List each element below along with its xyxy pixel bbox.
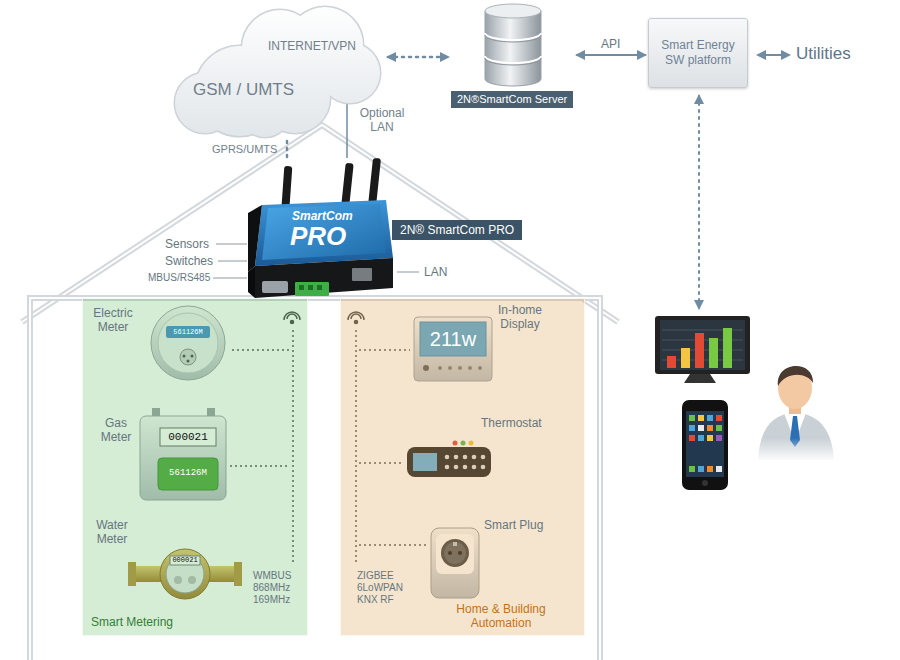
platform-box: Smart Energy SW platform bbox=[648, 18, 748, 88]
app-icon bbox=[707, 466, 713, 472]
port-label: Switches bbox=[165, 254, 213, 268]
device-label: Smart Plug bbox=[484, 518, 543, 532]
database-top bbox=[485, 4, 541, 18]
chart-bar bbox=[667, 356, 676, 368]
device-front bbox=[255, 258, 393, 298]
app-icons bbox=[689, 415, 722, 472]
meter-reading: 000021 bbox=[160, 430, 216, 444]
database-icon bbox=[485, 3, 541, 89]
person bbox=[755, 366, 837, 462]
link-label: Optional LAN bbox=[354, 106, 410, 134]
terminal-block bbox=[295, 282, 329, 296]
meter-reading: 000021 bbox=[170, 556, 200, 565]
app-icon bbox=[716, 466, 722, 472]
platform-monitor-link bbox=[698, 96, 700, 308]
device-label: Thermostat bbox=[481, 416, 542, 430]
chart-bar bbox=[681, 348, 690, 368]
app-icon bbox=[689, 415, 695, 421]
link-label: GPRS/UMTS bbox=[212, 143, 277, 156]
roof-line bbox=[22, 125, 618, 322]
monitor-frame bbox=[655, 316, 750, 374]
app-icon bbox=[707, 415, 713, 421]
meter-label: Electric Meter bbox=[86, 306, 140, 334]
terminal-screw bbox=[317, 285, 322, 290]
device bbox=[248, 158, 393, 298]
app-icon bbox=[716, 435, 722, 441]
app-icon bbox=[698, 415, 704, 421]
meter-label: Gas Meter bbox=[94, 416, 138, 444]
meter-reading: 561126M bbox=[166, 327, 210, 337]
chart-bar bbox=[695, 333, 704, 368]
app-icon bbox=[689, 425, 695, 431]
lan-port bbox=[352, 268, 372, 281]
app-icon bbox=[716, 425, 722, 431]
app-icon bbox=[689, 435, 695, 441]
cloud-outline bbox=[165, 3, 385, 138]
group-title: Smart Metering bbox=[91, 615, 173, 629]
app-icon bbox=[698, 425, 704, 431]
api-link bbox=[577, 54, 645, 56]
protocol-label: ZIGBEE 6LoWPAN KNX RF bbox=[357, 570, 411, 606]
app-icon bbox=[698, 435, 704, 441]
database-ring bbox=[485, 33, 541, 63]
cloud-shape: INTERNET/VPN GSM / UMTS bbox=[165, 3, 385, 138]
database-ring bbox=[485, 35, 541, 65]
fade bbox=[755, 438, 837, 462]
app-icon bbox=[689, 466, 695, 472]
monitor-stand bbox=[684, 374, 716, 383]
device-brand: PRO bbox=[290, 221, 346, 251]
network-title: GSM / UMTS bbox=[193, 80, 294, 100]
app-icon bbox=[716, 415, 722, 421]
database-body bbox=[485, 11, 541, 86]
phone-screen bbox=[686, 411, 724, 477]
antenna bbox=[368, 158, 381, 207]
server-label: 2N®SmartCom Server bbox=[451, 91, 573, 108]
network-link bbox=[388, 56, 448, 59]
network-label: INTERNET/VPN bbox=[268, 39, 356, 53]
port-label: LAN bbox=[424, 265, 447, 279]
device-side bbox=[248, 266, 255, 298]
display-reading: 211w bbox=[420, 327, 486, 351]
port-label: Sensors bbox=[165, 237, 209, 251]
device-label: In-home Display bbox=[494, 303, 546, 331]
device-top bbox=[255, 200, 393, 266]
device-tag: 2N® SmartCom PRO bbox=[392, 220, 522, 240]
app-icon bbox=[707, 425, 713, 431]
phone-body bbox=[682, 400, 728, 490]
roof-line bbox=[22, 125, 618, 322]
server-node: 2N®SmartCom Server bbox=[451, 3, 574, 108]
group-title: Home & Building Automation bbox=[446, 602, 556, 630]
meter-reading: 561126M bbox=[158, 467, 218, 479]
port-label: MBUS/RS485 bbox=[148, 272, 210, 284]
wall-line bbox=[30, 298, 600, 660]
smartphone bbox=[682, 400, 728, 490]
home-button bbox=[702, 480, 708, 486]
terminal-screw bbox=[299, 285, 304, 290]
platform-label: Smart Energy SW platform bbox=[655, 38, 741, 68]
house-outline bbox=[22, 125, 618, 660]
monitor bbox=[655, 316, 750, 383]
external-label: Utilities bbox=[796, 44, 851, 64]
wall-line bbox=[30, 298, 600, 660]
meter-counter bbox=[170, 556, 200, 565]
device-side bbox=[248, 205, 262, 272]
chart-bar bbox=[723, 328, 732, 368]
protocol-label: WMBUS 868MHz 169MHz bbox=[253, 570, 299, 606]
app-icon bbox=[707, 435, 713, 441]
utilities-arrow bbox=[758, 54, 789, 56]
serial-port bbox=[262, 281, 288, 293]
lan-link bbox=[346, 100, 348, 158]
monitor-screen bbox=[660, 320, 745, 370]
hair bbox=[778, 366, 813, 386]
app-icon bbox=[698, 466, 704, 472]
terminal-screw bbox=[308, 285, 313, 290]
edge-label: API bbox=[599, 37, 622, 51]
gprs-link bbox=[286, 141, 289, 162]
device-screen bbox=[262, 204, 386, 260]
meter-label: Water Meter bbox=[88, 518, 136, 546]
device-name: 2N® SmartCom PRO bbox=[392, 220, 522, 240]
chart-bar bbox=[709, 338, 718, 368]
